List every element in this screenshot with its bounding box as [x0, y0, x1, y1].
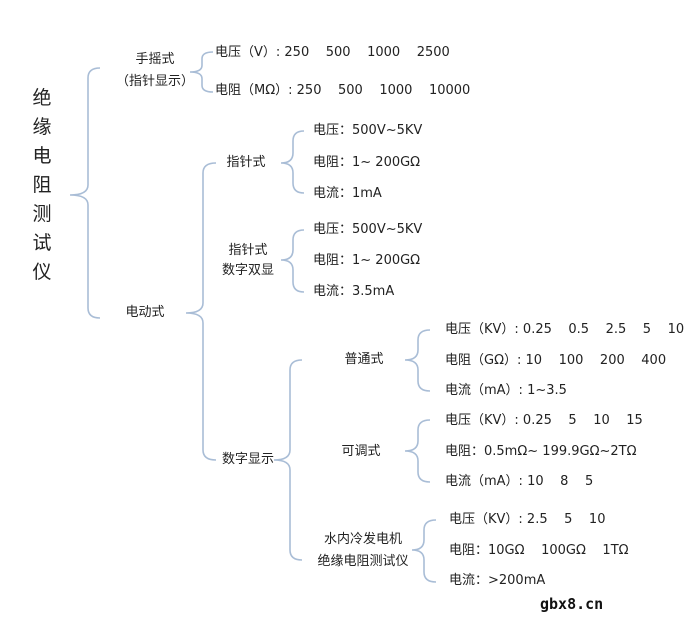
pointer-current: 电流：1mA	[313, 186, 382, 201]
adjustable-label: 可调式	[341, 444, 381, 459]
watermark: gbx8.cn	[540, 595, 604, 613]
dual-resistance: 电阻：1~ 200GΩ	[313, 253, 421, 268]
normal-current: 电流（mA）: 1~3.5	[445, 383, 567, 398]
dual-voltage: 电压：500V~5KV	[313, 222, 423, 237]
pointer-label: 指针式	[226, 155, 266, 170]
hand-brace	[189, 51, 214, 93]
digital-label: 数字显示	[221, 452, 275, 467]
water-label: 水内冷发电机	[323, 532, 403, 547]
normal-resistance: 电阻（GΩ）: 10 100 200 400	[445, 353, 667, 368]
digital-brace	[273, 359, 303, 561]
normal-brace	[404, 329, 431, 392]
dual-brace	[280, 229, 305, 293]
electric-label: 电动式	[125, 305, 165, 320]
hand-crank-sublabel: （指针显示）	[115, 74, 195, 89]
adjustable-brace	[404, 419, 431, 483]
water-current: 电流：>200mA	[449, 573, 546, 588]
normal-voltage: 电压（KV）: 0.25 0.5 2.5 5 10	[445, 322, 685, 337]
pointer-voltage: 电压：500V~5KV	[313, 123, 423, 138]
electric-brace	[185, 162, 217, 461]
adjustable-current: 电流（mA）: 10 8 5	[445, 474, 594, 489]
adjustable-voltage: 电压（KV）: 0.25 5 10 15	[445, 413, 643, 428]
adjustable-resistance: 电阻：0.5mΩ~ 199.9GΩ~2TΩ	[445, 444, 637, 459]
dual-sublabel: 数字双显	[221, 263, 275, 278]
hand-crank-label: 手摇式	[135, 52, 175, 67]
root-brace	[69, 67, 101, 319]
pointer-resistance: 电阻：1~ 200GΩ	[313, 155, 421, 170]
root-node: 绝缘电阻测试仪	[32, 87, 52, 283]
hand-voltage: 电压（V）: 250 500 1000 2500	[215, 45, 450, 60]
hand-resistance: 电阻（MΩ）: 250 500 1000 10000	[215, 83, 471, 98]
normal-label: 普通式	[344, 352, 384, 367]
dual-label: 指针式	[228, 243, 268, 258]
water-voltage: 电压（KV）: 2.5 5 10	[449, 512, 606, 527]
water-sublabel: 绝缘电阻测试仪	[317, 554, 409, 569]
water-brace	[411, 519, 437, 583]
dual-current: 电流：3.5mA	[313, 284, 395, 299]
water-resistance: 电阻：10GΩ 100GΩ 1TΩ	[449, 543, 629, 558]
pointer-brace	[280, 130, 305, 194]
